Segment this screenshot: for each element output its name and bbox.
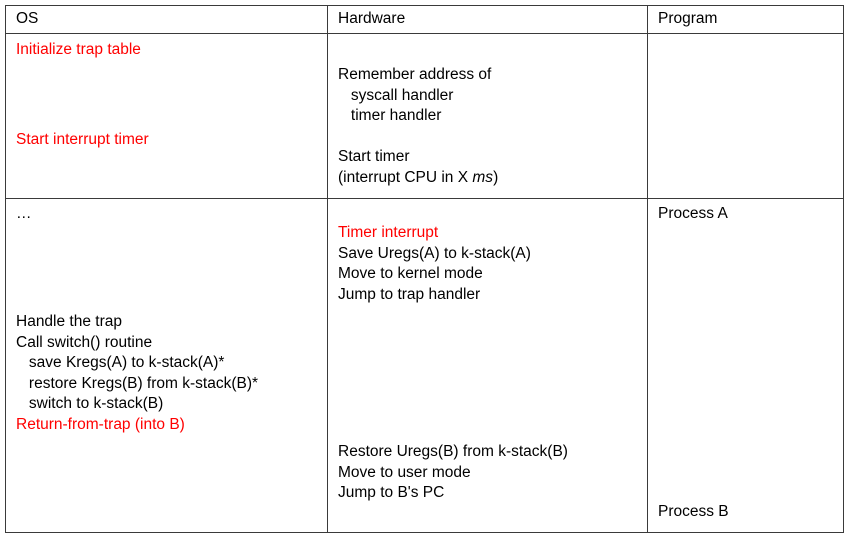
hw-save-uregs-lines: Save Uregs(A) to k-stack(A) Move to kern… — [338, 244, 531, 303]
hw-remember-handler-addresses: Remember address of syscall handler time… — [338, 66, 492, 124]
table-row: Initialize trap table Start interrupt ti… — [5, 33, 844, 199]
os-start-interrupt-timer: Start interrupt timer — [16, 131, 149, 148]
hw-interrupt-cpu-prefix: (interrupt CPU in X — [338, 168, 473, 186]
cell-hardware-boot: Remember address of syscall handler time… — [327, 33, 648, 199]
hw-start-timer-block: Start timer (interrupt CPU in X ms) — [338, 147, 645, 188]
hw-timer-interrupt-block: Timer interrupt Save Uregs(A) to k-stack… — [338, 223, 645, 305]
header-cell-hardware: Hardware — [327, 5, 648, 34]
program-process-b: Process B — [658, 503, 729, 520]
hardware-boot-stack: Remember address of syscall handler time… — [328, 34, 647, 198]
hw-start-timer-line: Start timer — [338, 148, 410, 165]
os-boot-stack: Initialize trap table Start interrupt ti… — [6, 34, 327, 198]
program-process-a: Process A — [658, 205, 728, 222]
hw-interrupt-cpu-suffix: ) — [493, 168, 499, 186]
cell-program-boot — [647, 33, 844, 199]
column-header-hardware: Hardware — [338, 10, 406, 27]
program-switch-stack: Process A Process B — [648, 199, 843, 532]
cell-os-switch: … Handle the trap Call switch() routine … — [5, 198, 328, 533]
os-initialize-trap-table: Initialize trap table — [16, 41, 141, 58]
column-header-program: Program — [658, 10, 718, 27]
hw-timer-interrupt: Timer interrupt — [338, 224, 439, 241]
table-header-row: OS Hardware Program — [5, 5, 844, 34]
os-handle-trap-lines: Handle the trap Call switch() routine sa… — [16, 313, 259, 412]
hw-interrupt-cpu-unit: ms — [472, 168, 494, 186]
cell-program-switch: Process A Process B — [647, 198, 844, 533]
os-ellipsis: … — [16, 205, 32, 222]
cell-os-boot: Initialize trap table Start interrupt ti… — [5, 33, 328, 199]
os-handle-trap-block: Handle the trap Call switch() routine sa… — [16, 312, 325, 435]
trap-table: OS Hardware Program Initialize trap tabl… — [5, 5, 844, 533]
hardware-switch-stack: Timer interrupt Save Uregs(A) to k-stack… — [328, 199, 647, 532]
header-cell-program: Program — [647, 5, 844, 34]
program-boot-stack — [648, 34, 843, 198]
table-row: … Handle the trap Call switch() routine … — [5, 198, 844, 533]
cell-hardware-switch: Timer interrupt Save Uregs(A) to k-stack… — [327, 198, 648, 533]
header-cell-os: OS — [5, 5, 328, 34]
os-return-from-trap: Return-from-trap (into B) — [16, 415, 185, 433]
column-header-os: OS — [16, 10, 39, 27]
hw-restore-uregs-lines: Restore Uregs(B) from k-stack(B) Move to… — [338, 443, 568, 501]
os-switch-stack: … Handle the trap Call switch() routine … — [6, 199, 327, 532]
